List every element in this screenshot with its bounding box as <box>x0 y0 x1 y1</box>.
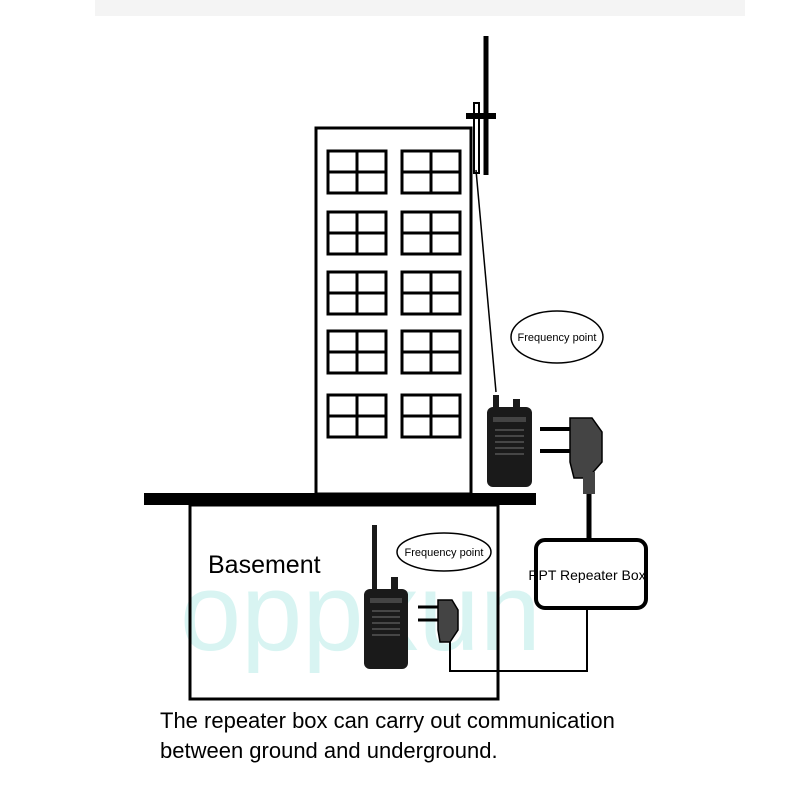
window <box>326 149 388 195</box>
window <box>326 329 388 375</box>
frequency-bubble-upper <box>510 310 604 364</box>
basement-box <box>188 503 500 701</box>
two-pin-plug-icon <box>418 599 459 643</box>
frequency-label-upper: Frequency point <box>518 332 597 344</box>
window <box>400 210 462 256</box>
window <box>326 393 388 439</box>
two-pin-plug-icon <box>540 417 603 494</box>
basement-label: Basement <box>208 551 321 579</box>
window <box>400 329 462 375</box>
antenna-icon <box>466 36 497 393</box>
window <box>326 270 388 316</box>
walkie-talkie-icon <box>487 395 532 487</box>
building-windows <box>326 149 462 439</box>
frequency-label-lower: Frequency point <box>405 547 484 559</box>
window <box>326 210 388 256</box>
top-band <box>95 0 745 16</box>
caption-line-1: The repeater box can carry out communica… <box>160 708 615 733</box>
ground-slab <box>144 493 536 505</box>
window <box>400 270 462 316</box>
lower-cable <box>449 608 588 672</box>
window <box>400 393 462 439</box>
caption-line-2: between ground and underground. <box>160 738 498 763</box>
frequency-bubble-lower <box>396 532 492 572</box>
walkie-talkie-icon <box>364 525 408 669</box>
repeater-box-icon <box>534 538 648 610</box>
watermark-text: oppxun <box>180 551 541 674</box>
repeater-box-label: RPT Repeater Box <box>528 567 645 583</box>
building-icon <box>314 126 473 496</box>
caption: The repeater box can carry out communica… <box>160 706 760 766</box>
window <box>400 149 462 195</box>
